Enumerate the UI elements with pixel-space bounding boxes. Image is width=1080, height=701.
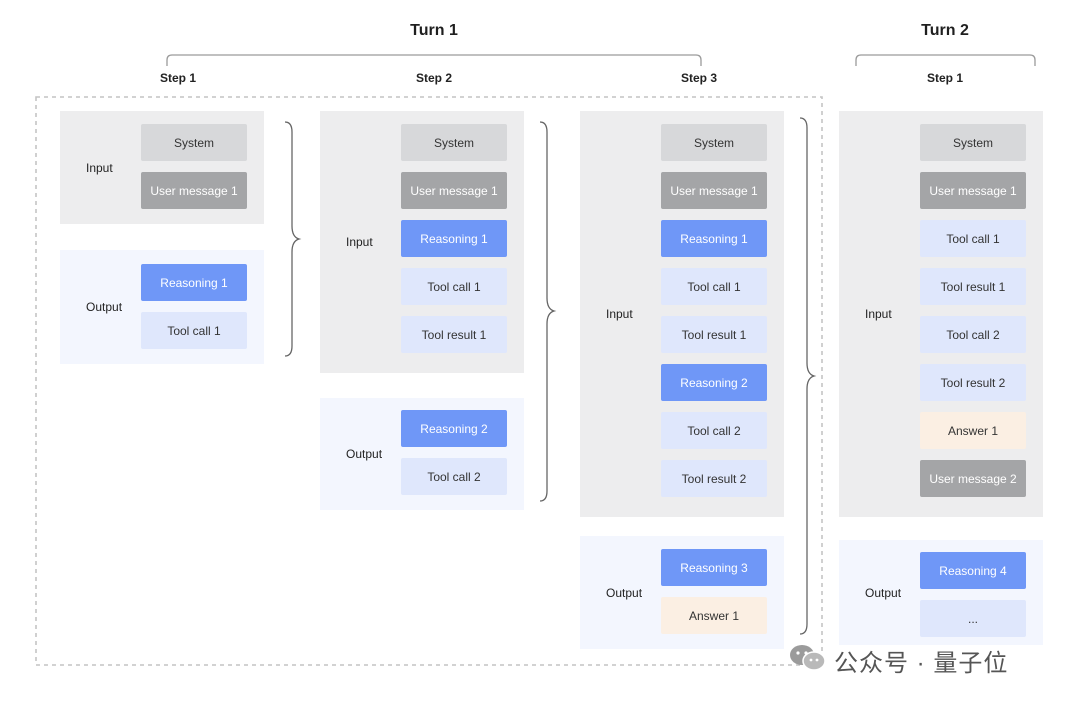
turn-1-step-3-title: Step 3 xyxy=(680,71,717,85)
turn-1-bracket xyxy=(166,54,702,66)
message-box-user-message-2: User message 2 xyxy=(920,460,1026,497)
message-box-tool-call-2: Tool call 2 xyxy=(920,316,1026,353)
message-box-user-message-1: User message 1 xyxy=(141,172,247,209)
brace-3 xyxy=(799,117,817,635)
message-box-tool-call-1: Tool call 1 xyxy=(401,268,507,305)
message-box-system: System xyxy=(141,124,247,161)
message-box-reasoning-1: Reasoning 1 xyxy=(141,264,247,301)
message-box-answer-1: Answer 1 xyxy=(920,412,1026,449)
output-label: Output xyxy=(865,585,902,600)
input-label: Input xyxy=(865,307,892,321)
message-box-system: System xyxy=(661,124,767,161)
message-box-system: System xyxy=(401,124,507,161)
watermark-text: 公众号 · 量子位 xyxy=(834,650,1009,677)
turn-2-title: Turn 2 xyxy=(921,22,969,39)
message-box-tool-result-1: Tool result 1 xyxy=(920,268,1026,305)
message-box-reasoning-4: Reasoning 4 xyxy=(920,552,1026,589)
message-box-tool-call-1: Tool call 1 xyxy=(141,312,247,349)
turn-1-dashed-frame xyxy=(35,96,823,666)
message-box-system: System xyxy=(920,124,1026,161)
message-box-tool-result-1: Tool result 1 xyxy=(401,316,507,353)
output-label: Output xyxy=(346,447,383,461)
brace-2 xyxy=(539,121,557,502)
message-box-tool-call-2: Tool call 2 xyxy=(661,412,767,449)
brace-1 xyxy=(284,121,302,357)
message-box-reasoning-1: Reasoning 1 xyxy=(401,220,507,257)
turn-1-step-2-title: Step 2 xyxy=(415,71,452,85)
message-box-tool-call-2: Tool call 2 xyxy=(401,458,507,495)
message-box-tool-result-1: Tool result 1 xyxy=(661,316,767,353)
message-box-reasoning-2: Reasoning 2 xyxy=(661,364,767,401)
message-box-reasoning-1: Reasoning 1 xyxy=(661,220,767,257)
message-box-answer-1: Answer 1 xyxy=(661,597,767,634)
wechat-icon xyxy=(788,642,828,679)
message-box-tool-result-2: Tool result 2 xyxy=(661,460,767,497)
message-box-tool-result-2: Tool result 2 xyxy=(920,364,1026,401)
message-box-ellipsis: ... xyxy=(920,600,1026,637)
message-box-user-message-1: User message 1 xyxy=(661,172,767,209)
message-box-user-message-1: User message 1 xyxy=(920,172,1026,209)
input-label: Input xyxy=(606,307,633,321)
output-label: Output xyxy=(86,300,123,314)
turn-2-step-1-title: Step 1 xyxy=(926,71,963,85)
turn-1-step-1-title: Step 1 xyxy=(159,71,196,85)
message-box-reasoning-2: Reasoning 2 xyxy=(401,410,507,447)
output-label: Output xyxy=(606,585,643,600)
turn-1-title: Turn 1 xyxy=(410,22,458,39)
message-box-tool-call-1: Tool call 1 xyxy=(661,268,767,305)
input-label: Input xyxy=(346,235,373,249)
message-box-user-message-1: User message 1 xyxy=(401,172,507,209)
turn-2-bracket xyxy=(855,54,1036,66)
message-box-tool-call-1: Tool call 1 xyxy=(920,220,1026,257)
input-label: Input xyxy=(86,160,113,175)
message-box-reasoning-3: Reasoning 3 xyxy=(661,549,767,586)
